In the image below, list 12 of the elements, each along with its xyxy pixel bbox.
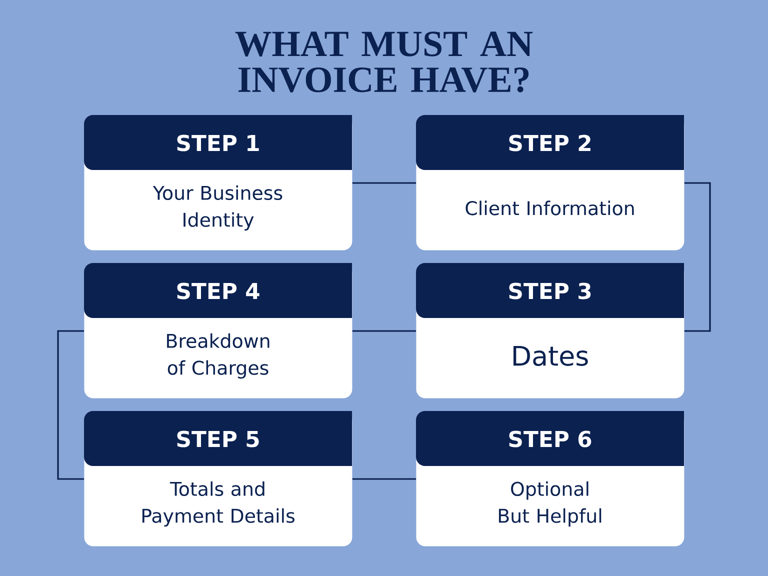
title: WHAT MUST AN INVOICE HAVE?	[235, 32, 533, 92]
connector-line	[352, 478, 416, 480]
step-card: STEP 5 Totals and Payment Details	[84, 411, 352, 546]
step-card: STEP 3 Dates	[416, 263, 684, 398]
connector-line	[57, 330, 84, 480]
connector-line	[684, 182, 711, 332]
connector-line	[352, 182, 416, 184]
step-card: STEP 2 Client Information	[416, 115, 684, 250]
step-card: STEP 1 Your Business Identity	[84, 115, 352, 250]
step-card: STEP 4 Breakdown of Charges	[84, 263, 352, 398]
step-card: STEP 6 Optional But Helpful	[416, 411, 684, 546]
connector-line	[352, 330, 416, 332]
